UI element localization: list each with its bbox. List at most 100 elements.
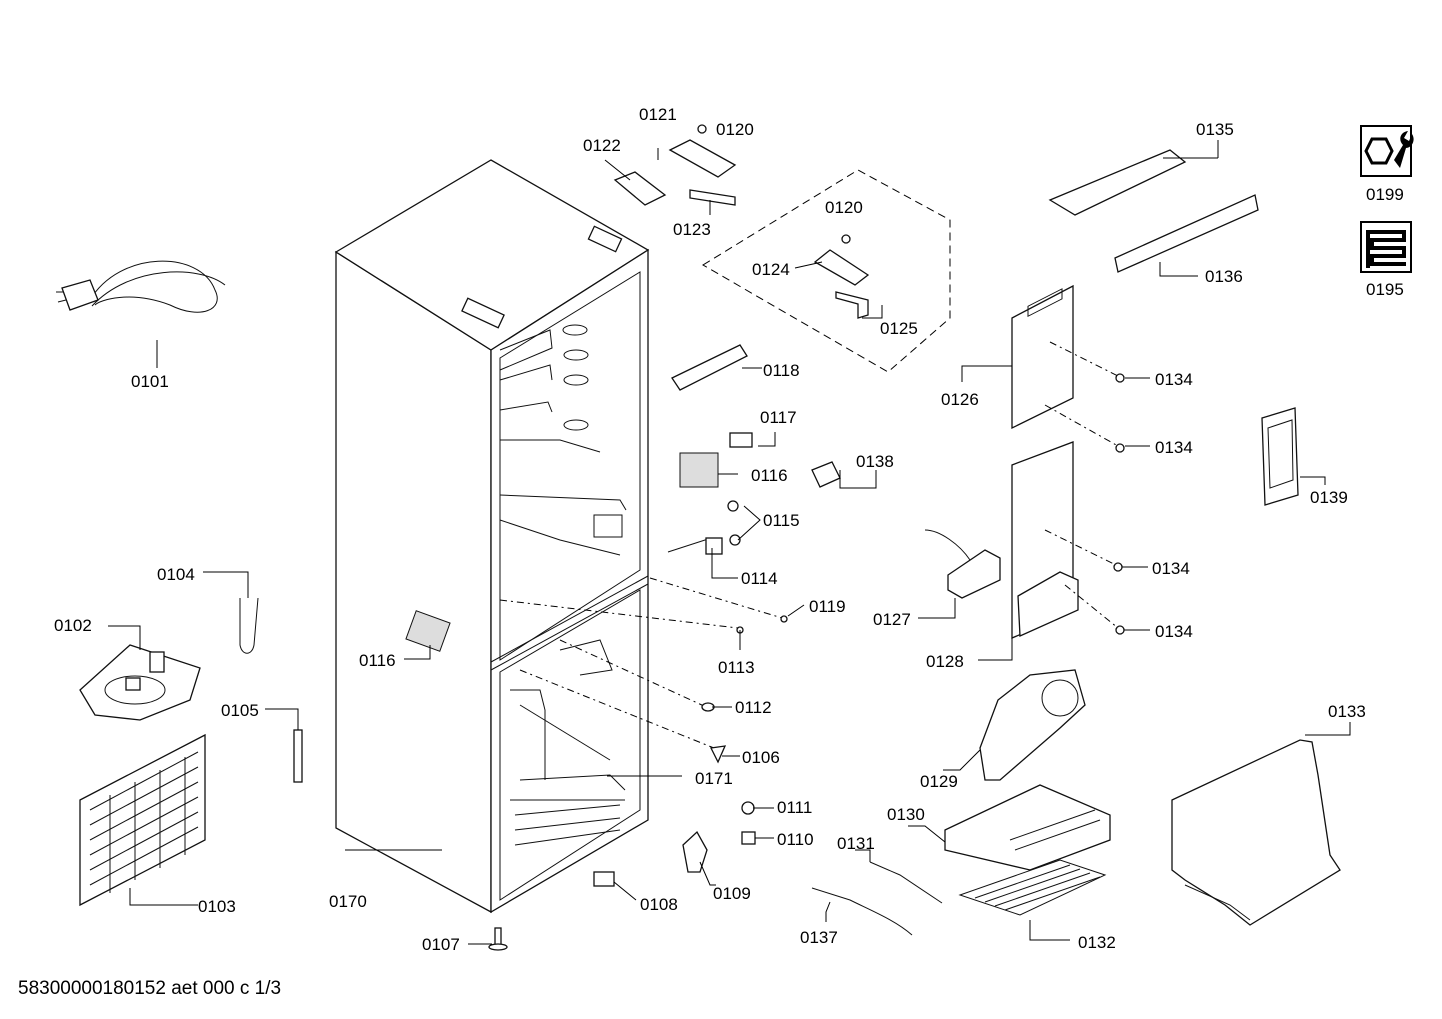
screw-0134c — [1113, 562, 1123, 572]
hose-0104 — [239, 597, 259, 654]
condenser-0103 — [79, 733, 206, 907]
sensor-0131 — [869, 861, 943, 904]
bracket-0109 — [682, 830, 708, 873]
label-0124: 0124 — [752, 260, 790, 279]
label-0125: 0125 — [880, 319, 918, 338]
screw-0120-top — [697, 124, 707, 134]
knob-0115b — [729, 534, 741, 546]
label-0103: 0103 — [198, 897, 236, 916]
trim-0136 — [1114, 194, 1259, 273]
label-0104: 0104 — [157, 565, 195, 584]
evaporator-0130 — [944, 784, 1111, 871]
fridge-cabinet — [334, 159, 650, 914]
label-0135: 0135 — [1196, 120, 1234, 139]
drain-0106 — [710, 745, 727, 764]
label-0106: 0106 — [742, 748, 780, 767]
screw-0134d — [1115, 625, 1125, 635]
label-0128: 0128 — [926, 652, 964, 671]
panel-0126 — [1011, 284, 1074, 430]
drip-tray-0102 — [79, 644, 201, 721]
label-0110: 0110 — [777, 830, 814, 849]
damper-0114 — [667, 537, 723, 555]
label-0136: 0136 — [1205, 267, 1243, 286]
cover-0117 — [729, 432, 753, 448]
label-0122: 0122 — [583, 136, 621, 155]
control-0135 — [1048, 149, 1187, 216]
foot-0107 — [488, 927, 508, 951]
label-0132: 0132 — [1078, 933, 1116, 952]
sensor-0137 — [811, 887, 913, 936]
tube-0105 — [293, 729, 303, 783]
label-0121: 0121 — [639, 105, 677, 124]
label-0170: 0170 — [329, 892, 367, 911]
label-0171: 0171 — [695, 769, 733, 788]
label-0105: 0105 — [221, 701, 259, 720]
grill-0116 — [679, 452, 719, 488]
label-0138: 0138 — [856, 452, 894, 471]
label-0137: 0137 — [800, 928, 838, 947]
label-0119: 0119 — [809, 597, 846, 616]
heater-0132 — [958, 859, 1107, 916]
axis-0134b — [1044, 404, 1119, 447]
knob-0115a — [727, 500, 739, 512]
label-0115: 0115 — [763, 511, 800, 530]
nut-0110 — [741, 831, 756, 845]
cover-0122 — [613, 171, 667, 206]
light-0118 — [671, 344, 748, 391]
panel-0128 — [1011, 441, 1079, 639]
label-0111: 0111 — [777, 798, 812, 817]
wrench-nut-icon — [1360, 125, 1414, 177]
axis-0113 — [499, 599, 739, 629]
label-0126: 0126 — [941, 390, 979, 409]
label-0134-a: 0134 — [1155, 370, 1193, 389]
switch-0138 — [811, 461, 841, 488]
hinge-0124 — [813, 249, 870, 286]
axis-0106 — [519, 669, 715, 749]
hinge-0125 — [835, 291, 869, 319]
screw-0134a — [1115, 373, 1125, 383]
label-0109: 0109 — [713, 884, 751, 903]
label-0134-b: 0134 — [1155, 438, 1193, 457]
screw-0134b — [1115, 443, 1125, 453]
label-0101: 0101 — [131, 372, 169, 391]
heating-coil-icon — [1360, 221, 1412, 273]
label-0195: 0195 — [1366, 280, 1404, 299]
label-0117: 0117 — [760, 408, 797, 427]
duct-0133 — [1171, 739, 1341, 926]
label-0123: 0123 — [673, 220, 711, 239]
label-0116: 0116 — [751, 466, 788, 485]
axis-0134a — [1049, 341, 1119, 377]
label-0139: 0139 — [1310, 488, 1348, 507]
hinge-0123 — [689, 189, 736, 206]
label-0102: 0102 — [54, 616, 92, 635]
fan-housing-0129 — [979, 669, 1086, 781]
label-0120-top: 0120 — [716, 120, 754, 139]
fan-module-0127 — [924, 529, 1001, 599]
label-0120-box: 0120 — [825, 198, 863, 217]
label-0107: 0107 — [422, 935, 460, 954]
axis-0119 — [649, 577, 783, 619]
nut-0111 — [741, 801, 755, 815]
bracket-0121 — [668, 139, 737, 178]
label-0130: 0130 — [887, 805, 925, 824]
label-0127: 0127 — [873, 610, 911, 629]
label-0131: 0131 — [837, 834, 875, 853]
label-0112: 0112 — [735, 698, 772, 717]
label-0108: 0108 — [640, 895, 678, 914]
label-0118: 0118 — [763, 361, 800, 380]
label-0133: 0133 — [1328, 702, 1366, 721]
cover-0139 — [1261, 407, 1299, 506]
label-0199: 0199 — [1366, 185, 1404, 204]
screw-0119 — [780, 615, 788, 623]
document-id: 58300000180152 aet 000 c 1/3 — [18, 978, 282, 999]
clip-0108 — [593, 871, 615, 887]
screw-0120-box — [841, 234, 851, 244]
label-0134-c: 0134 — [1152, 559, 1190, 578]
label-0134-d: 0134 — [1155, 622, 1193, 641]
label-0116-side: 0116 — [359, 651, 396, 670]
axis-0112 — [559, 639, 705, 707]
leader-lines — [108, 140, 1351, 945]
power-cord-0101 — [56, 260, 226, 313]
part-labels: 0101 0102 0103 0104 0105 0106 0107 0108 … — [54, 105, 1404, 954]
